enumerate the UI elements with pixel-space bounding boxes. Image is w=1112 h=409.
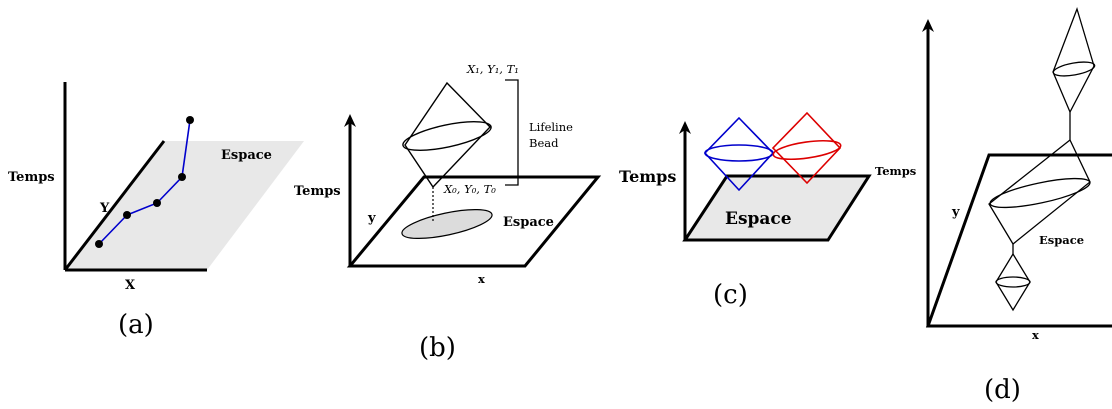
panel-d-caption: (d) [984,375,1021,405]
panel-b-bracket [505,79,519,186]
panel-d-time-label: Temps [875,164,916,178]
panel-d-top-bead-ellipse [1052,61,1096,77]
panel-a-space-plane [65,141,304,270]
panel-d-top-bead [1052,6,1095,114]
panel-c-right-bead [771,111,842,185]
panel-b-bead [404,81,491,189]
panel-b-x-label: x [478,272,485,286]
panel-a: Temps Espace Y X (a) [8,82,304,340]
panel-b-top-point-label: X₁, Y₁, T₁ [466,62,519,76]
panel-b-y-label: y [367,211,376,226]
panel-b-caption: (b) [419,333,456,363]
panel-a-space-label: Espace [221,148,272,163]
panel-d-bottom-bead-ellipse [995,276,1031,288]
panel-d: Temps y Espace x (d) [875,6,1112,405]
panel-b-space-label: Espace [503,215,554,230]
panel-c-time-arrowhead [679,121,691,134]
panel-d-bottom-bead [995,252,1031,312]
panel-b-bracket-label-line2: Bead [529,136,559,150]
panel-a-y-axis [63,140,166,271]
panel-d-y-label: y [951,205,960,220]
panel-b-time-arrowhead [344,114,356,127]
panel-a-y-label: Y [99,201,110,216]
panel-d-time-arrowhead [922,19,934,32]
panel-c: Temps Espace (c) [619,111,872,310]
panel-c-time-label: Temps [619,167,676,186]
panel-a-point [178,173,186,181]
panel-c-left-bead-ellipse [704,144,774,162]
panel-c-space-plane [682,174,872,242]
panel-a-point [95,240,103,248]
panel-d-middle-bead [988,138,1091,245]
panel-a-time-label: Temps [8,170,55,185]
panel-b-bead-ellipse [402,121,492,151]
panel-b-bottom-point-label: X₀, Y₀, T₀ [443,182,496,196]
panel-c-left-bead [703,116,775,192]
panel-b-bracket-label-line1: Lifeline [529,120,573,134]
panel-b-time-label: Temps [294,184,341,199]
panel-b-projection-ellipse [401,209,493,239]
panel-b-space-plane [346,175,602,268]
panel-d-space-label: Espace [1039,233,1084,247]
panel-c-space-label: Espace [725,209,792,229]
panel-b: X₁, Y₁, T₁ X₀, Y₀, T₀ Lifeline Bead Temp… [294,62,602,363]
panel-a-point [153,199,161,207]
panel-c-right-bead-ellipse [772,139,842,161]
panel-a-x-label: X [125,278,136,293]
panel-a-point [186,116,194,124]
panel-a-caption: (a) [118,310,154,340]
panel-d-space-plane [925,153,1112,328]
panel-d-x-label: x [1032,328,1039,342]
panel-d-middle-bead-ellipse [989,177,1091,209]
panel-a-point [123,211,131,219]
panel-c-caption: (c) [713,280,748,310]
